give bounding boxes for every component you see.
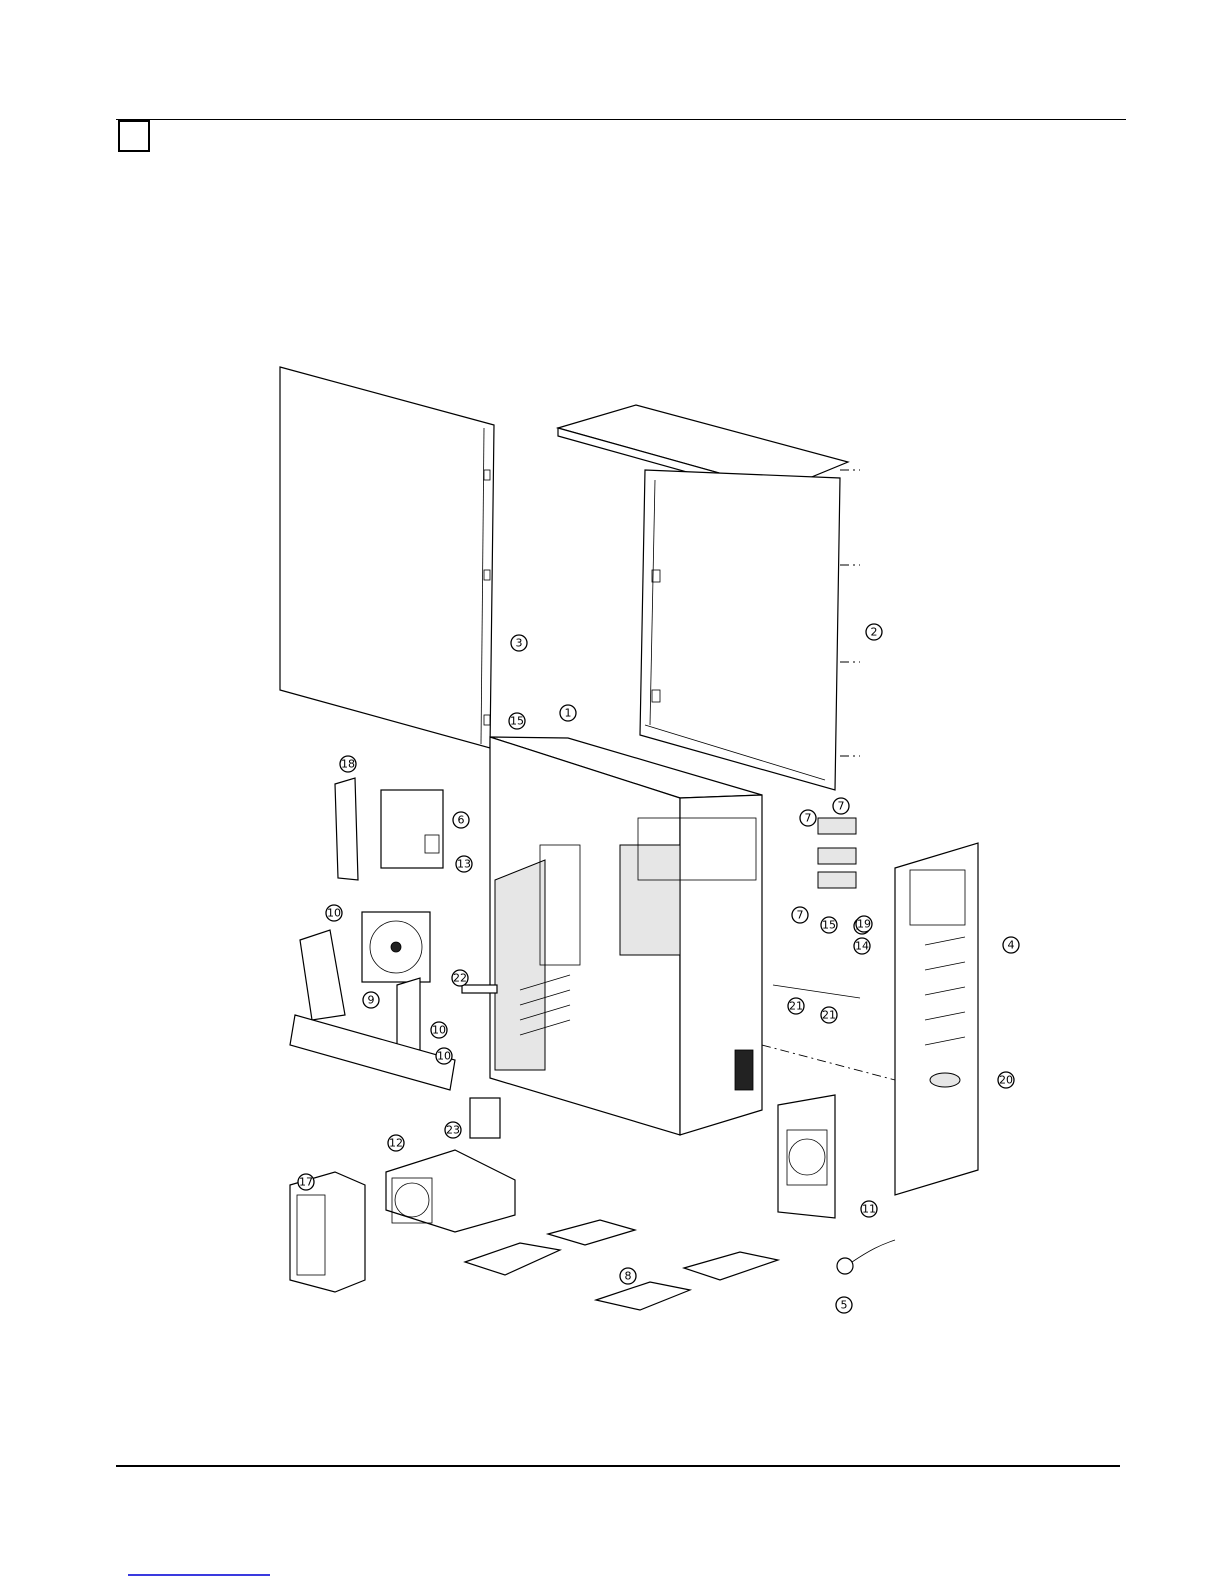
svg-text:17: 17 [299, 1176, 313, 1189]
svg-text:3: 3 [516, 637, 523, 650]
callout-1: 1 [560, 705, 576, 721]
fan-cage [386, 1150, 515, 1232]
callout-6: 6 [453, 812, 469, 828]
top-cover-right-panel [558, 405, 860, 790]
main-chassis [490, 737, 762, 1135]
callout-13: 13 [456, 856, 472, 872]
svg-text:20: 20 [999, 1074, 1013, 1087]
cable [773, 985, 860, 998]
svg-text:21: 21 [789, 1000, 803, 1013]
plate-18 [335, 778, 358, 880]
svg-text:7: 7 [838, 800, 845, 813]
callout-7b: 7 [833, 798, 849, 814]
svg-text:12: 12 [389, 1137, 403, 1150]
svg-text:7: 7 [797, 909, 804, 922]
svg-text:8: 8 [625, 1270, 632, 1283]
svg-text:10: 10 [432, 1024, 446, 1037]
callout-17: 17 [298, 1174, 314, 1190]
footer-rule [116, 1465, 1120, 1467]
svg-text:4: 4 [1008, 939, 1015, 952]
svg-text:18: 18 [341, 758, 355, 771]
power-cord [837, 1240, 895, 1274]
access-cover [470, 1098, 500, 1138]
svg-text:15: 15 [510, 715, 524, 728]
svg-text:2: 2 [871, 626, 878, 639]
callout-21a: 21 [788, 998, 804, 1014]
callout-2: 2 [866, 624, 882, 640]
callout-12: 12 [388, 1135, 404, 1151]
svg-text:10: 10 [327, 907, 341, 920]
rail [462, 985, 497, 993]
callout-7a: 7 [800, 810, 816, 826]
svg-text:9: 9 [368, 994, 375, 1007]
callout-15b: 15 [821, 917, 837, 933]
svg-text:1: 1 [565, 707, 572, 720]
svg-text:10: 10 [437, 1050, 451, 1063]
svg-text:5: 5 [841, 1299, 848, 1312]
callout-8: 8 [620, 1268, 636, 1284]
callout-20: 20 [998, 1072, 1014, 1088]
callout-21b: 21 [821, 1007, 837, 1023]
callout-19: 19 [856, 916, 872, 932]
callout-7c: 7 [792, 907, 808, 923]
callout-9: 9 [363, 992, 379, 1008]
chassis-feet [465, 1220, 778, 1310]
side-panel-left [280, 367, 494, 748]
drive-covers [818, 818, 856, 888]
svg-text:15: 15 [822, 919, 836, 932]
svg-text:6: 6 [458, 814, 465, 827]
callout-15a: 15 [509, 713, 525, 729]
svg-text:11: 11 [862, 1203, 876, 1216]
callout-14: 14 [854, 938, 870, 954]
svg-text:14: 14 [855, 940, 869, 953]
callout-10a: 10 [326, 905, 342, 921]
callout-11: 11 [861, 1201, 877, 1217]
callout-5: 5 [836, 1297, 852, 1313]
callout-3: 3 [511, 635, 527, 651]
svg-text:19: 19 [857, 918, 871, 931]
callout-4: 4 [1003, 937, 1019, 953]
callout-10c: 10 [436, 1048, 452, 1064]
callout-18: 18 [340, 756, 356, 772]
svg-text:21: 21 [822, 1009, 836, 1022]
callout-10b: 10 [431, 1022, 447, 1038]
callout-22: 22 [452, 970, 468, 986]
svg-text:23: 23 [446, 1124, 460, 1137]
callout-23: 23 [445, 1122, 461, 1138]
bracket-assembly [381, 790, 443, 868]
power-supply [778, 1095, 835, 1218]
svg-text:13: 13 [457, 858, 471, 871]
drive-bracket [290, 1172, 365, 1292]
svg-text:22: 22 [453, 972, 467, 985]
footer-link-underline[interactable] [128, 1574, 270, 1576]
system-fan [362, 912, 430, 982]
svg-text:7: 7 [805, 812, 812, 825]
